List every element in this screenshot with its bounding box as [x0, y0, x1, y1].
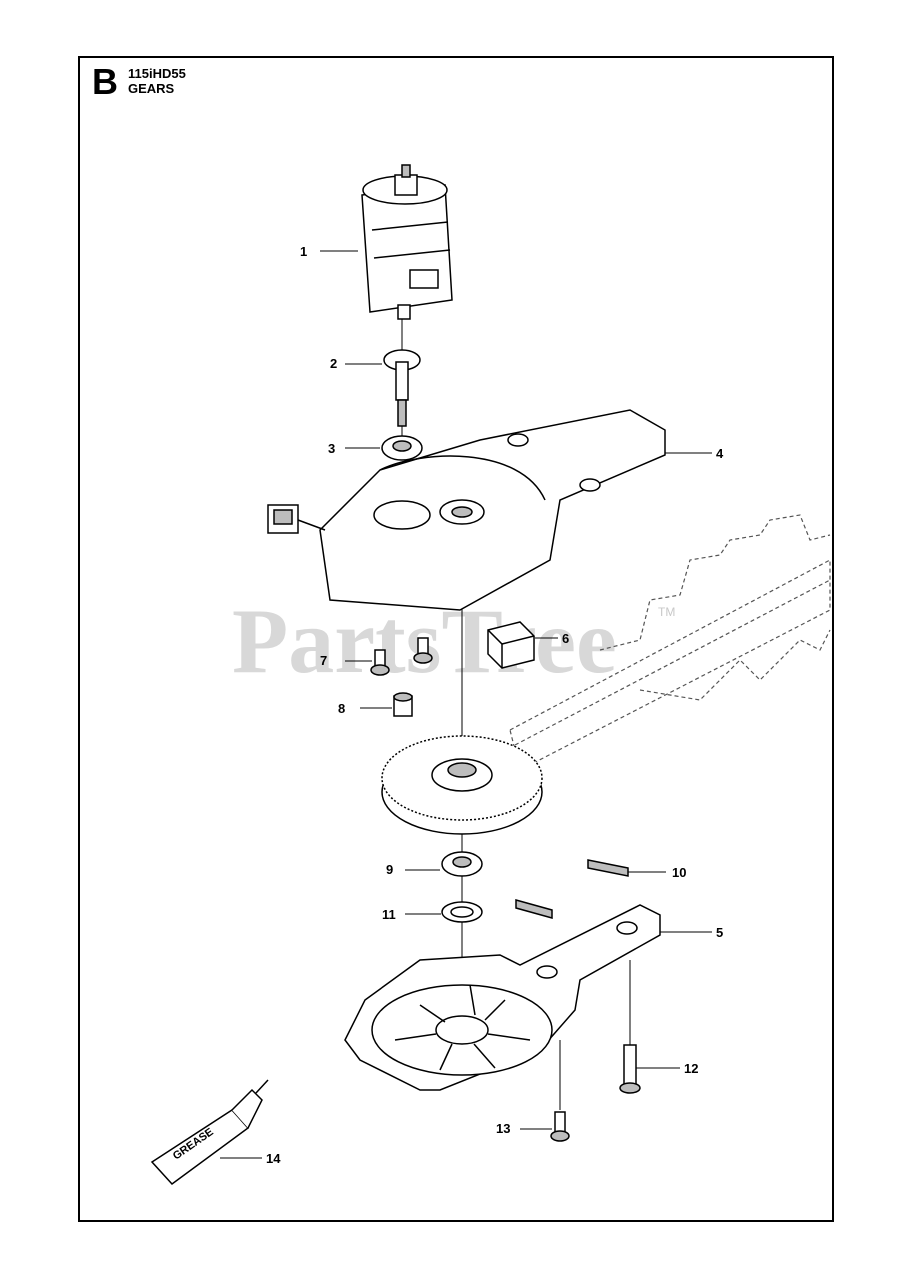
block-part-6	[487, 621, 535, 669]
callout-2: 2	[330, 356, 337, 371]
diagram-header: 115iHD55 GEARS	[128, 66, 186, 96]
callout-10: 10	[672, 865, 686, 880]
callout-8: 8	[338, 701, 345, 716]
screw-part-13	[550, 1040, 570, 1142]
diagram-title: GEARS	[128, 81, 175, 96]
callout-1: 1	[300, 244, 307, 259]
diagram-border	[78, 56, 834, 1222]
section-letter: B	[92, 61, 118, 102]
screws-part-7	[370, 637, 433, 676]
gear-housing-part-4	[267, 409, 666, 611]
large-gear	[381, 735, 543, 835]
model-number: 115iHD55	[128, 66, 186, 81]
blade-outline	[509, 514, 831, 771]
watermark-tm: TM	[658, 605, 675, 619]
callout-14: 14	[266, 1151, 281, 1166]
base-plate-part-5	[344, 904, 661, 1091]
callout-13: 13	[496, 1121, 510, 1136]
motor-part-1	[361, 164, 453, 320]
callout-12: 12	[684, 1061, 698, 1076]
callout-4: 4	[716, 446, 724, 461]
callout-6: 6	[562, 631, 569, 646]
washer-part-11	[441, 901, 483, 923]
pinion-part-2	[383, 349, 421, 427]
callout-9: 9	[386, 862, 393, 877]
screw-part-12	[619, 960, 641, 1094]
callout-7: 7	[320, 653, 327, 668]
callout-11: 11	[382, 907, 396, 922]
callout-5: 5	[716, 925, 723, 940]
bearing-part-3	[381, 435, 423, 461]
grease-tube-part-14: GREASE	[150, 1079, 269, 1186]
bearing-part-9	[441, 851, 483, 877]
keys-part-10	[515, 859, 629, 919]
callout-3: 3	[328, 441, 335, 456]
sleeve-part-8	[393, 692, 413, 717]
